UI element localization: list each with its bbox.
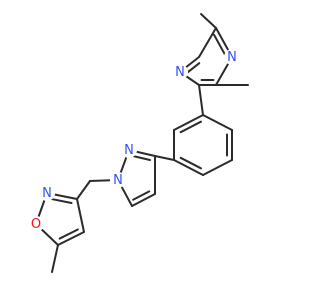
bond-ph3-ph4 — [202, 159, 233, 176]
bond-ph4-ph5 — [173, 159, 204, 176]
bond-inner-N_pz2-pzC_tl — [184, 62, 201, 75]
bond-pzC_b-ph1 — [198, 84, 204, 116]
atom-label-isoxazole-nitrogen: N — [42, 186, 52, 201]
bond-layer — [35, 13, 249, 273]
atom-label-pyrazine-nitrogen-left: N — [175, 65, 185, 80]
atom-background-pyrazole-nitrogen-substituted — [110, 172, 126, 188]
bond-ph6-ph1 — [173, 114, 204, 131]
bond-isC4-isC3 — [76, 198, 85, 233]
bond-ph5-pyC3 — [154, 155, 175, 161]
bond-pyC5-pyC4 — [131, 193, 156, 207]
atom-label-isoxazole-oxygen: O — [31, 217, 41, 232]
bond-ch2-isC3 — [76, 180, 91, 200]
atom-background-pyrazole-nitrogen-double — [121, 142, 137, 158]
bond-inner-isC5-isC4 — [58, 228, 79, 240]
bond-inner-pzC_tr-N_pz1 — [213, 33, 227, 57]
atom-label-pyrazole-nitrogen-substituted: N — [113, 173, 123, 188]
bond-inner-pyC3-N_py2 — [130, 154, 151, 161]
atom-label-pyrazine-nitrogen-top: N — [227, 50, 237, 65]
bond-inner-pyC5-pyC4 — [132, 190, 151, 201]
bond-inner-ph6-ph1 — [179, 120, 202, 134]
atom-background-isoxazole-nitrogen — [39, 185, 55, 201]
bond-isC5-isC4 — [57, 231, 85, 246]
atom-background-isoxazole-oxygen — [28, 216, 44, 232]
bond-pzC_tr-me_top — [200, 13, 217, 29]
bond-isC5-me_is — [51, 244, 59, 273]
bond-ph1-ph2 — [202, 114, 233, 131]
atom-label-pyrazole-nitrogen-double: N — [124, 143, 134, 158]
atom-background-pyrazine-nitrogen-left — [172, 64, 188, 80]
bond-inner-ph4-ph5 — [179, 156, 202, 170]
bond-inner-isC3-N_is — [49, 197, 73, 205]
atom-background-pyrazine-nitrogen-top — [224, 49, 240, 65]
bond-pzC_tl-pzC_tr — [198, 27, 217, 58]
